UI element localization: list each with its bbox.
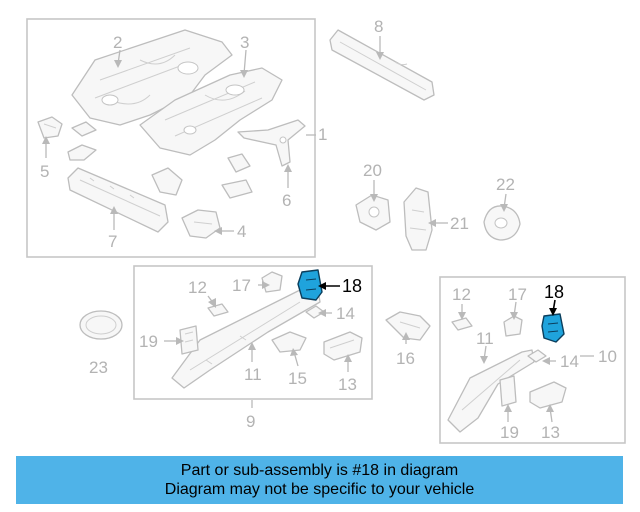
floor-bracket-d[interactable]: [227, 153, 251, 173]
callout-10[interactable]: 10: [598, 347, 617, 366]
part-22-cap[interactable]: [483, 205, 521, 241]
callout-22[interactable]: 22: [496, 175, 515, 194]
part-12-left-clip[interactable]: [207, 303, 229, 317]
callout-19-right[interactable]: 19: [500, 423, 519, 442]
part-14-right-pad[interactable]: [527, 349, 547, 363]
part-13-left-channel[interactable]: [323, 331, 363, 361]
part-7-crossmember[interactable]: [67, 167, 169, 233]
callout-8[interactable]: 8: [374, 17, 383, 36]
callout-17-left[interactable]: 17: [232, 276, 251, 295]
callout-9[interactable]: 9: [246, 412, 255, 431]
callout-12-left[interactable]: 12: [188, 278, 207, 297]
part-5-bracket[interactable]: [37, 116, 63, 139]
part-8-rail[interactable]: [329, 29, 435, 101]
callout-13-right[interactable]: 13: [541, 423, 560, 442]
part-19-right-plate[interactable]: [499, 375, 517, 407]
part-17-left-bracket[interactable]: [261, 271, 283, 293]
part-16-bracket[interactable]: [385, 311, 431, 341]
part-19-left-plate[interactable]: [179, 325, 199, 355]
info-banner: Part or sub-assembly is #18 in diagram D…: [16, 456, 623, 504]
callout-21[interactable]: 21: [450, 214, 469, 233]
part-3-rear-floor-pan[interactable]: [139, 67, 283, 156]
callout-14-right[interactable]: 14: [560, 352, 579, 371]
right-side-sill-box: [439, 276, 626, 444]
callout-14-left[interactable]: 14: [336, 304, 355, 323]
callout-4[interactable]: 4: [237, 222, 246, 241]
part-4-bracket[interactable]: [181, 209, 221, 239]
callout-6[interactable]: 6: [282, 191, 291, 210]
part-23-disc[interactable]: [79, 310, 123, 340]
leader-lines: [42, 36, 594, 423]
leader-lines-part-18: [318, 282, 557, 316]
callout-13-left[interactable]: 13: [338, 375, 357, 394]
callout-12-right[interactable]: 12: [452, 285, 471, 304]
callout-7[interactable]: 7: [108, 232, 117, 251]
part-6-y-brace[interactable]: [237, 119, 306, 167]
part-13-right-channel[interactable]: [529, 381, 567, 409]
callout-18-left[interactable]: 18: [342, 276, 362, 296]
part-11-right-sill[interactable]: [447, 349, 535, 433]
part-12-right-clip[interactable]: [451, 317, 473, 331]
callout-15[interactable]: 15: [288, 369, 307, 388]
part-21-pillar[interactable]: [403, 187, 433, 251]
part-2-floor-pan[interactable]: [71, 29, 233, 126]
callout-2[interactable]: 2: [113, 33, 122, 52]
part-20-mount[interactable]: [355, 194, 391, 231]
part-18-highlighted-right[interactable]: [541, 313, 565, 343]
floor-small-bracket-b[interactable]: [67, 144, 97, 161]
floor-assembly-box: [26, 18, 316, 258]
part-17-right-bracket[interactable]: [503, 315, 523, 337]
part-11-left-sill[interactable]: [171, 289, 321, 389]
callout-11-right[interactable]: 11: [476, 329, 494, 348]
callout-16[interactable]: 16: [396, 349, 415, 368]
floor-bracket-c[interactable]: [151, 167, 183, 196]
callout-20[interactable]: 20: [363, 161, 382, 180]
callout-1[interactable]: 1: [318, 125, 327, 144]
floor-bracket-e[interactable]: [221, 179, 253, 199]
floor-small-bracket-a[interactable]: [71, 121, 97, 137]
banner-line-2: Diagram may not be specific to your vehi…: [164, 481, 475, 498]
callout-23[interactable]: 23: [89, 358, 108, 377]
callout-18-right[interactable]: 18: [544, 282, 564, 302]
part-18-highlighted-left[interactable]: [297, 269, 323, 301]
callout-3[interactable]: 3: [240, 33, 249, 52]
banner-line-1: Part or sub-assembly is #18 in diagram: [180, 462, 459, 479]
callout-11-left[interactable]: 11: [244, 365, 262, 384]
callout-19-left[interactable]: 19: [139, 332, 158, 351]
callout-17-right[interactable]: 17: [508, 285, 527, 304]
left-side-sill-box: [133, 265, 373, 400]
callout-5[interactable]: 5: [40, 162, 49, 181]
part-15-left-bracket[interactable]: [271, 331, 307, 353]
parts-diagram: 2 3 1 5 6 7 4 8 20 21 22 23 16 9 12 17 1…: [26, 17, 626, 444]
